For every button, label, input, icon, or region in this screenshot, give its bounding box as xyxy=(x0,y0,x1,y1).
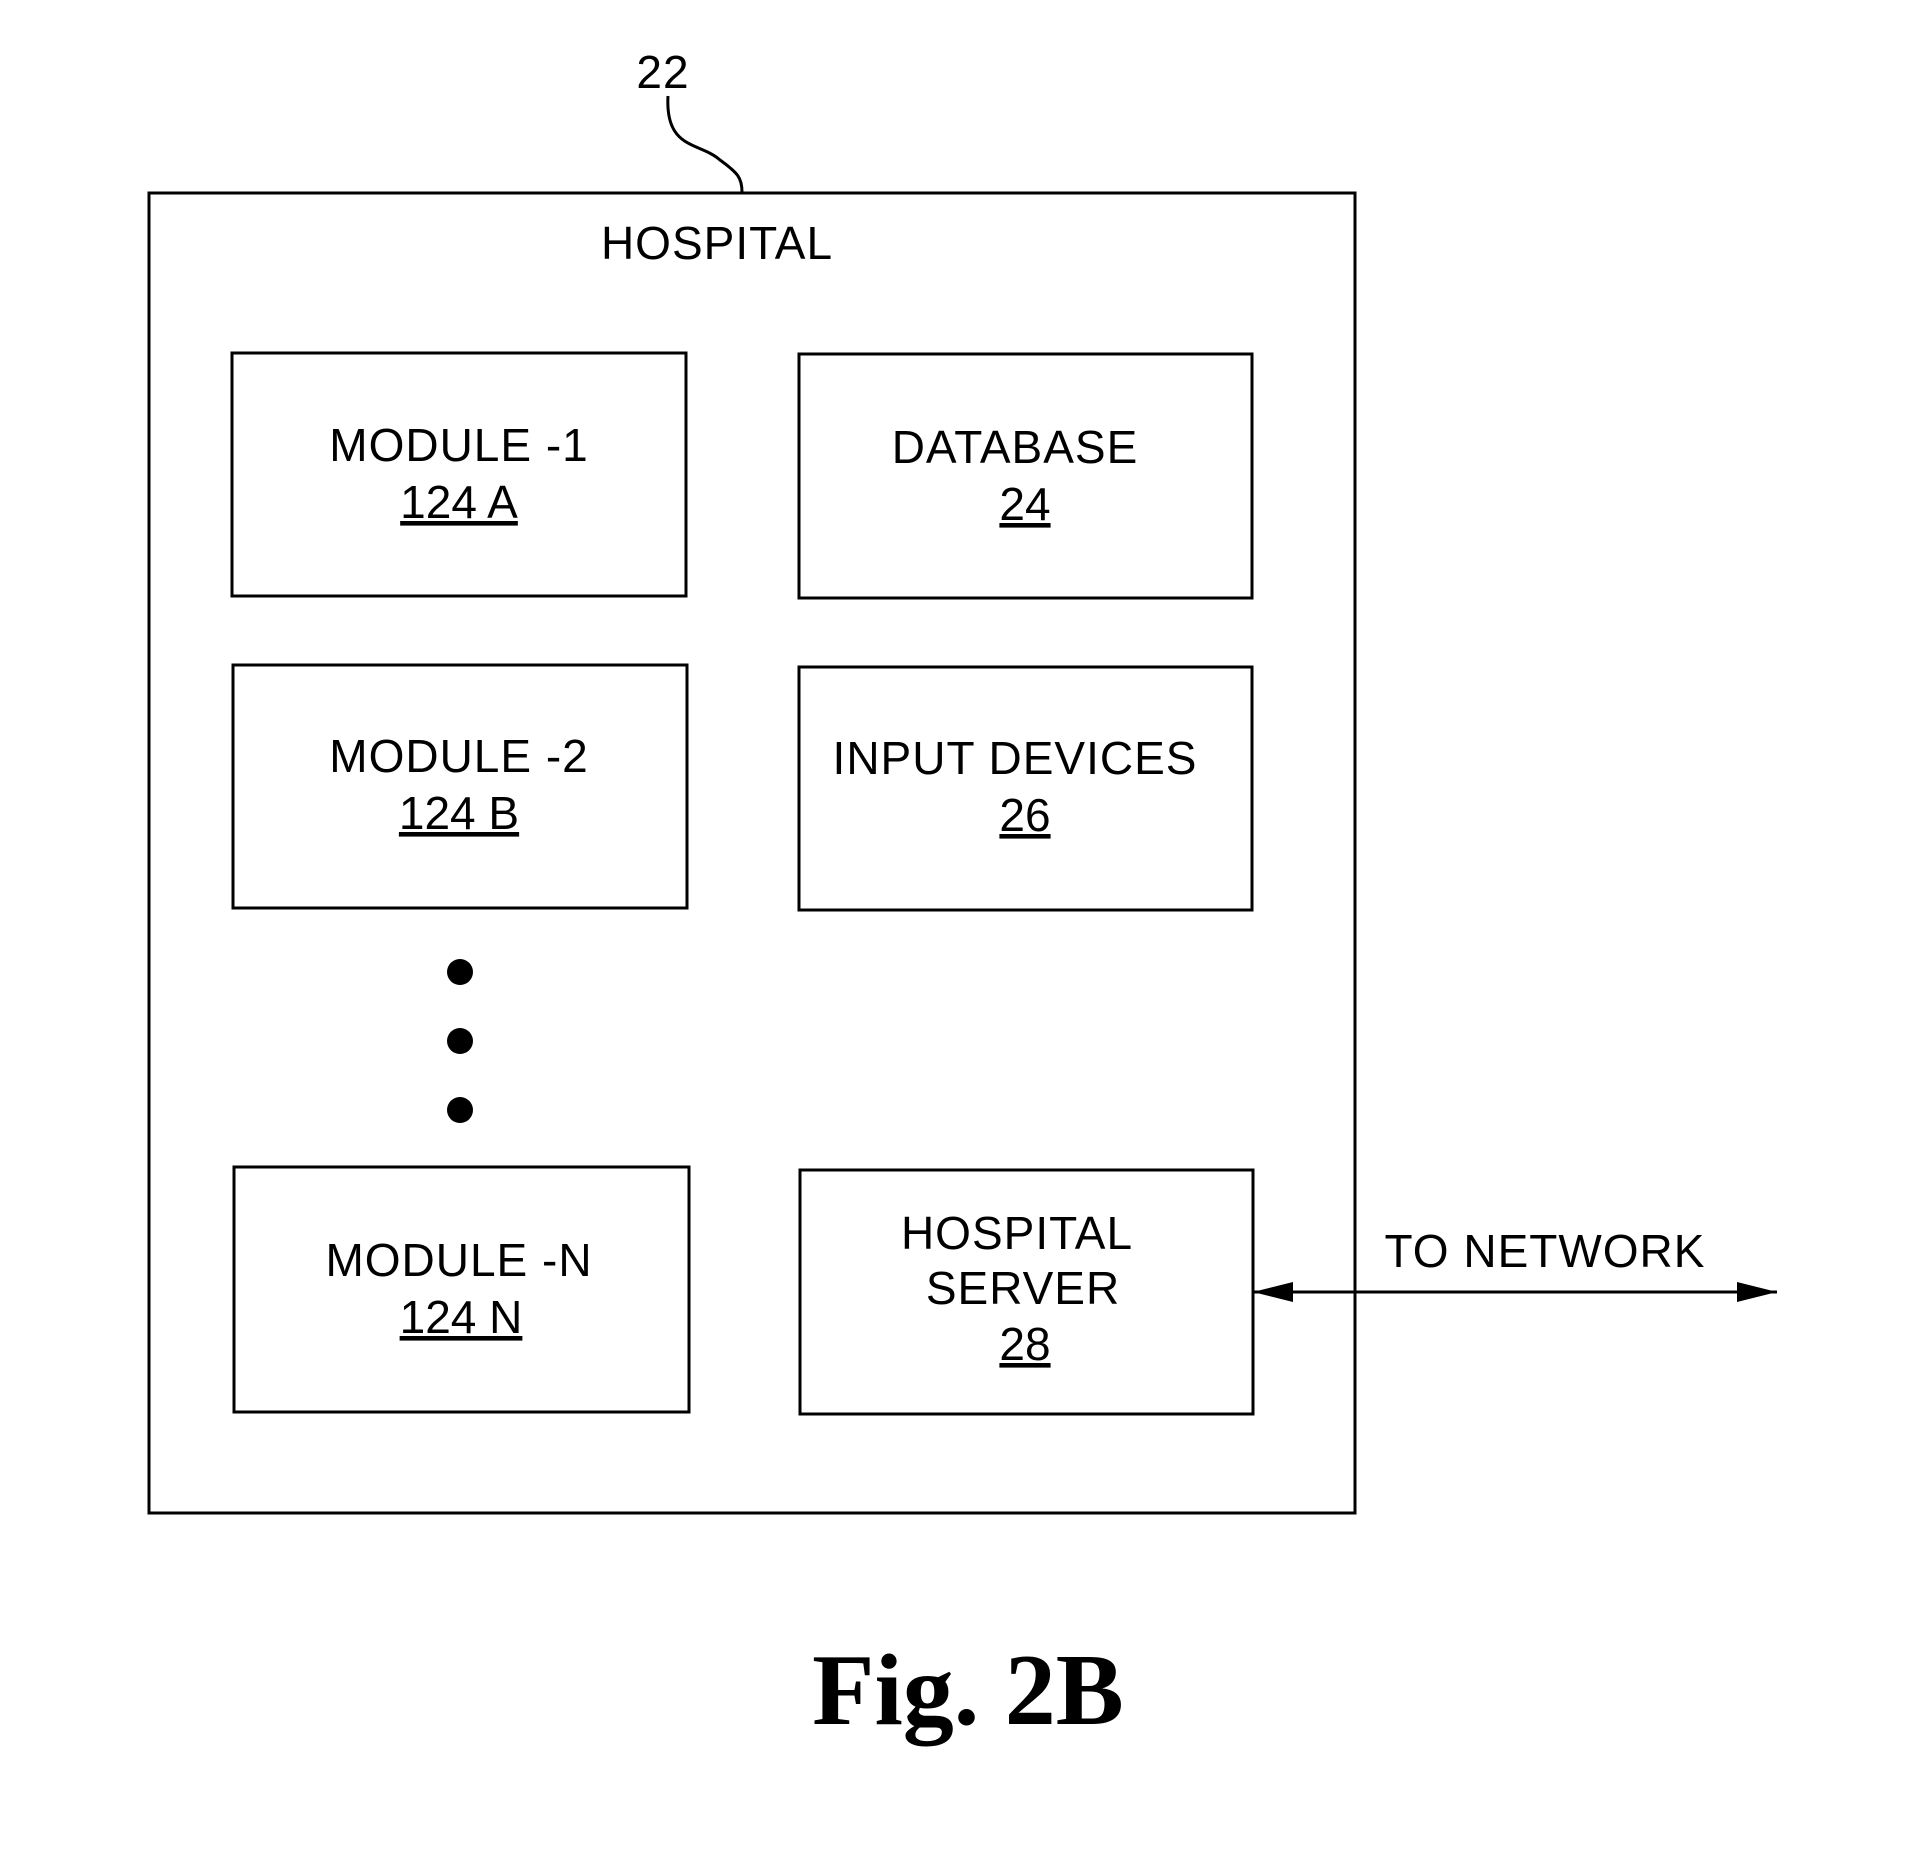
hospital-title: HOSPITAL xyxy=(601,217,833,269)
database-label: DATABASE xyxy=(892,421,1139,473)
hospital-server-ref: 28 xyxy=(999,1318,1050,1370)
figure-reference-numeral: 22 xyxy=(636,46,689,98)
module-2-box: MODULE -2 124 B xyxy=(233,665,687,908)
module-1-ref: 124 A xyxy=(400,476,518,528)
hospital-server-box: HOSPITAL SERVER 28 xyxy=(800,1170,1253,1414)
continuation-dot xyxy=(447,1097,473,1123)
database-ref: 24 xyxy=(999,478,1050,530)
network-connection-label: TO NETWORK xyxy=(1385,1225,1706,1277)
module-1-label: MODULE -1 xyxy=(329,419,588,471)
figure-caption: Fig. 2B xyxy=(812,1634,1124,1747)
module-1-box: MODULE -1 124 A xyxy=(232,353,686,596)
module-2-ref: 124 B xyxy=(399,787,519,839)
hospital-server-label-line1: HOSPITAL xyxy=(901,1207,1133,1259)
continuation-dots xyxy=(447,959,473,1123)
database-box: DATABASE 24 xyxy=(799,354,1252,598)
reference-leader-line xyxy=(668,96,742,192)
hospital-server-label-line2: SERVER xyxy=(926,1262,1120,1314)
hospital-container xyxy=(149,193,1355,1513)
input-devices-ref: 26 xyxy=(999,789,1050,841)
module-n-label: MODULE -N xyxy=(325,1234,592,1286)
continuation-dot xyxy=(447,959,473,985)
module-n-box: MODULE -N 124 N xyxy=(234,1167,689,1412)
module-n-ref: 124 N xyxy=(400,1291,523,1343)
module-2-label: MODULE -2 xyxy=(329,730,588,782)
continuation-dot xyxy=(447,1028,473,1054)
input-devices-box: INPUT DEVICES 26 xyxy=(799,667,1252,910)
input-devices-label: INPUT DEVICES xyxy=(833,732,1198,784)
